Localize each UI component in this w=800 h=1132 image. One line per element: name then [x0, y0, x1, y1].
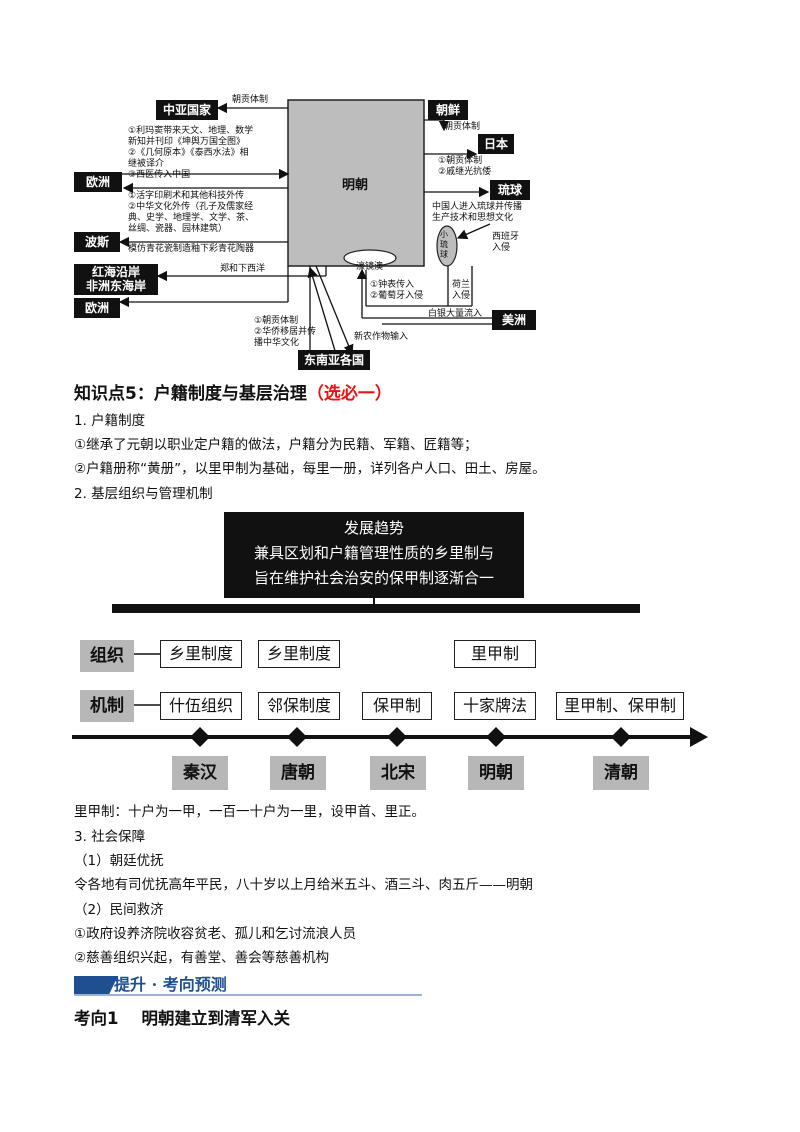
label-europe-out-3: 典、史学、地理学、文学、茶、 [128, 213, 255, 223]
item1-p2: ②户籍册称“黄册”，以里甲制为基础，每里一册，详列各户人口、田土、房屋。 [74, 461, 546, 477]
label-europe-in-3: ②《几何原本》《泰西水法》相 [128, 148, 249, 158]
box-ryukyu: 琉球 [490, 180, 530, 200]
label-silver: 白银大量流入 [428, 309, 483, 319]
sub2-title: （2）民间救济 [74, 902, 164, 918]
box-red-sea: 红海沿岸 非洲东海岸 [74, 264, 158, 295]
label-crops: 新农作物输入 [354, 332, 409, 342]
box-central-asia: 中亚国家 [156, 100, 218, 120]
mech-box-qinhan: 什伍组织 [160, 692, 242, 720]
ming-relations-diagram: 明朝 濠镜澳 小琉球 中亚国家 欧洲 波斯 红海沿岸 非洲东海岸 欧洲 朝鲜 日… [72, 92, 572, 370]
box-korea: 朝鲜 [428, 100, 468, 120]
sub2-p2: ②慈善组织兴起，有善堂、善会等慈善机构 [74, 950, 330, 966]
banner-stripe [74, 976, 118, 994]
label-japan-2: ②戚继光抗倭 [438, 167, 492, 177]
mech-box-ming: 十家牌法 [454, 692, 536, 720]
period-tang: 唐朝 [270, 756, 326, 790]
section-title-main: 知识点5：户籍制度与基层治理 [74, 384, 307, 404]
box-europe-top: 欧洲 [74, 172, 122, 192]
org-box-ming: 里甲制 [454, 640, 536, 668]
macao-label: 濠镜澳 [356, 262, 384, 272]
item1-p1: ①继承了元朝以职业定户籍的做法，户籍分为民籍、军籍、匠籍等； [74, 437, 478, 453]
label-dutch-2: 入侵 [452, 291, 471, 301]
label-spain-2: 入侵 [492, 243, 511, 253]
box-southeast-asia: 东南亚各国 [298, 350, 370, 370]
trend-title: 发展趋势 [343, 519, 404, 537]
section-title: 知识点5：户籍制度与基层治理（选必一） [74, 379, 392, 404]
label-europe-out-4: 丝绸、瓷器、园林建筑） [128, 224, 228, 234]
relations-arrows [118, 99, 492, 356]
label-ryukyu-2: 生产技术和思想文化 [432, 213, 514, 223]
mech-box-song: 保甲制 [362, 692, 432, 720]
label-macao-1: ①钟表传入 [370, 280, 415, 290]
period-qinhan: 秦汉 [172, 756, 228, 790]
section-title-tag: （选必一） [306, 384, 392, 404]
banner-underline [74, 994, 422, 996]
item3-title: 3. 社会保障 [74, 829, 146, 845]
label-dutch-1: 荷兰 [452, 280, 471, 290]
row-label-org: 组织 [80, 640, 134, 672]
org-box-qinhan: 乡里制度 [160, 640, 242, 668]
label-macao-2: ②葡萄牙入侵 [370, 291, 424, 301]
period-song: 北宋 [370, 756, 426, 790]
label-korea: 朝贡体制 [444, 122, 481, 132]
item1-title: 1. 户籍制度 [74, 413, 146, 429]
label-sea-2: ②华侨移居并传 [254, 327, 317, 337]
label-persia: 模仿青花瓷制造釉下彩青花陶器 [128, 244, 255, 254]
mech-box-qing: 里甲制、保甲制 [556, 692, 684, 720]
item2-title: 2. 基层组织与管理机制 [74, 486, 213, 502]
trend-line1: 兼具区划和户籍管理性质的乡里制与 [253, 544, 494, 562]
label-ryukyu-1: 中国人进入琉球并传播 [432, 202, 523, 212]
label-tribute-top: 朝贡体制 [232, 95, 269, 105]
box-japan: 日本 [478, 134, 514, 154]
box-america: 美洲 [492, 310, 536, 330]
label-europe-out-1: ①活字印刷术和其他科技外传 [128, 191, 245, 201]
org-box-tang: 乡里制度 [258, 640, 340, 668]
label-europe-in-1: ①利玛窦带来天文、地理、数学 [128, 126, 254, 136]
label-europe-in-5: ③西医传入中国 [128, 170, 191, 180]
topic-title: 考向1 明朝建立到清军入关 [74, 1009, 290, 1028]
sub1-title: （1）朝廷优抚 [74, 853, 164, 869]
row-label-mech: 机制 [80, 690, 134, 722]
box-red-sea-line1: 红海沿岸 [91, 265, 140, 279]
label-europe-out-2: ②中华文化外传（孔子及儒家经 [128, 202, 254, 212]
trend-box: 发展趋势 兼具区划和户籍管理性质的乡里制与 旨在维护社会治安的保甲制逐渐合一 [224, 512, 524, 598]
period-ming: 明朝 [468, 756, 524, 790]
sub2-p1: ①政府设养济院收容贫老、孤儿和乞讨流浪人员 [74, 926, 357, 942]
section-banner: 提升 · 考向预测 [74, 974, 422, 996]
box-red-sea-line2: 非洲东海岸 [85, 279, 146, 293]
label-europe-in-2: 新知并刊印《坤舆万国全图》 [128, 137, 246, 147]
label-spain-1: 西班牙 [492, 232, 520, 242]
period-qing: 清朝 [593, 756, 649, 790]
label-japan-1: ①朝贡体制 [438, 156, 483, 166]
label-europe-in-4: 继被译介 [128, 159, 165, 169]
label-zhenghe: 郑和下西洋 [220, 264, 266, 274]
lijia-note: 里甲制：十户为一甲，一百一十户为一里，设甲首、里正。 [74, 804, 425, 820]
sub1-text: 令各地有司优抚高年平民，八十岁以上月给米五斗、酒三斗、肉五斤——明朝 [74, 877, 533, 893]
grassroots-diagram: 发展趋势 兼具区划和户籍管理性质的乡里制与 旨在维护社会治安的保甲制逐渐合一 组… [72, 508, 712, 798]
center-label: 明朝 [342, 178, 369, 193]
trend-line2: 旨在维护社会治安的保甲制逐渐合一 [253, 569, 494, 587]
timeline-svg [72, 596, 708, 747]
box-persia: 波斯 [74, 232, 120, 252]
small-ryukyu-label: 小琉球 [440, 230, 448, 259]
mech-box-tang: 邻保制度 [258, 692, 340, 720]
label-sea-1: ①朝贡体制 [254, 316, 299, 326]
label-sea-3: 播中华文化 [254, 338, 300, 348]
box-europe-bottom: 欧洲 [74, 298, 120, 318]
banner-text: 提升 · 考向预测 [114, 975, 227, 994]
